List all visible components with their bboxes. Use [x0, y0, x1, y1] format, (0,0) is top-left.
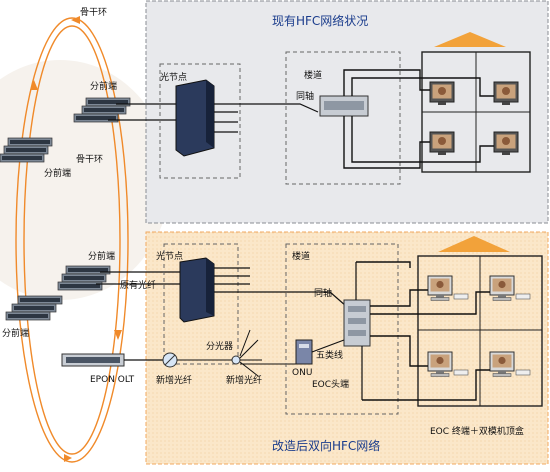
backbone-ring	[15, 17, 129, 463]
epon-olt-device	[61, 353, 125, 367]
bottom-coax-vertical	[355, 262, 363, 400]
bottom-building-roof	[438, 236, 510, 252]
bottom-corridor-label: 楼道	[292, 252, 311, 262]
splitter-label: 分光器	[206, 342, 234, 352]
top-amplifier	[319, 95, 369, 117]
top-corridor-label: 楼道	[304, 71, 323, 81]
eoc-head-device	[343, 299, 371, 347]
top-corridor-box	[285, 51, 401, 185]
top-optical-node-device	[175, 79, 215, 157]
bottom-coax-lines	[356, 261, 490, 401]
ring-label-1: 骨干环	[80, 8, 108, 18]
trunk-lines	[96, 103, 180, 361]
tv-2	[493, 81, 519, 106]
bottom-node-outputs	[214, 267, 347, 307]
top-node-outputs	[214, 103, 319, 133]
top-panel-title: 现有HFC网络状况	[272, 14, 369, 28]
tv-1	[429, 81, 455, 106]
new-fiber-label-2: 新增光纤	[226, 376, 263, 386]
tv-3	[429, 131, 455, 156]
bottom-optical-node-box	[163, 243, 239, 365]
ring-arrows	[30, 16, 122, 462]
top-coax-label: 同轴	[296, 92, 315, 102]
eoc-head-label: EOC头端	[312, 380, 350, 390]
tv-4	[493, 131, 519, 156]
top-coax-lines	[343, 69, 494, 169]
node-label-1: 分前端	[90, 82, 118, 92]
node-switch-2	[0, 137, 53, 163]
bottom-coax-label: 同轴	[314, 289, 333, 299]
node-label-2: 分前端	[44, 169, 72, 179]
node-switch-3	[57, 265, 111, 291]
node-label-3: 分前端	[88, 252, 116, 262]
eoc-terminal-label: EOC 终端＋双模机顶盒	[430, 427, 524, 437]
onu-label: ONU	[292, 368, 313, 378]
bottom-optical-node-device	[179, 257, 215, 323]
new-fiber-label-1: 新增光纤	[156, 376, 193, 386]
existing-fiber-label: 原有光纤	[120, 281, 157, 291]
cat5-line	[311, 339, 345, 353]
ring-label-2: 骨干环	[76, 155, 104, 165]
top-optical-node-box	[159, 63, 241, 179]
epon-olt-label: EPON OLT	[90, 375, 135, 385]
bottom-optical-node-label: 光节点	[156, 252, 184, 262]
new-fiber-lines	[177, 329, 300, 377]
bottom-panel-title: 改造后双向HFC网络	[272, 439, 381, 453]
onu-device	[295, 339, 313, 365]
top-optical-node-label: 光节点	[160, 73, 188, 83]
bottom-corridor-box	[285, 243, 399, 415]
node-label-4: 分前端	[2, 329, 30, 339]
top-building-roof	[434, 32, 506, 47]
cat5-label: 五类线	[316, 351, 344, 361]
